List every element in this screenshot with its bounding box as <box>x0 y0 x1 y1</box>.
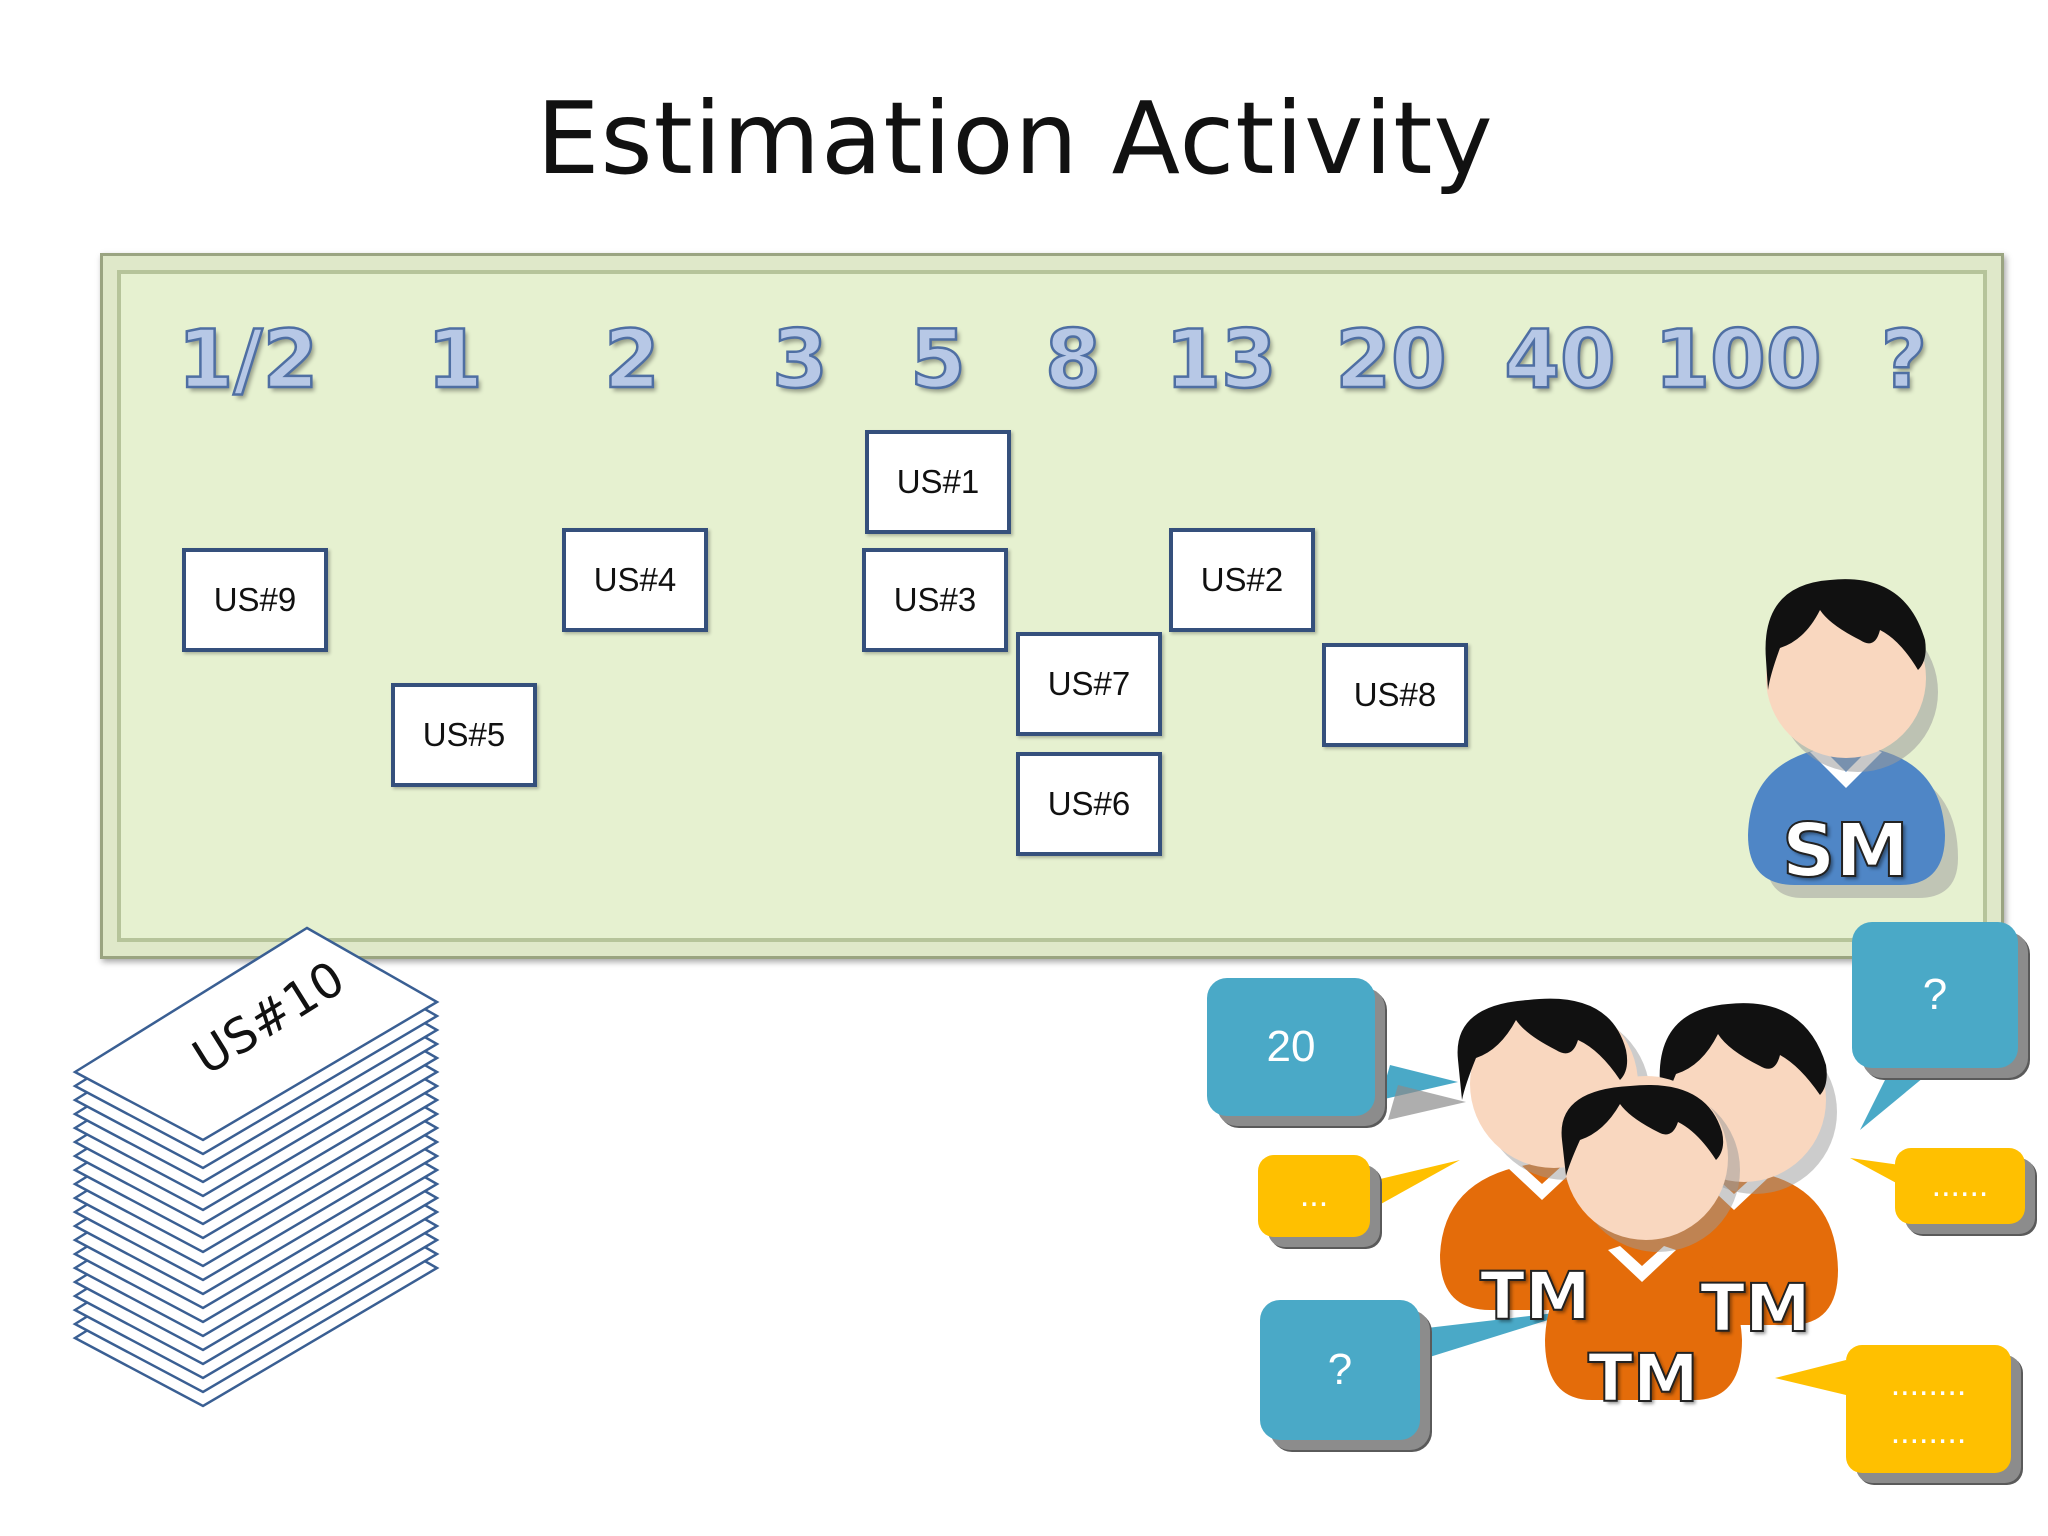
speech-bubble-ellipsis-bottom-line1: ........ <box>1890 1365 1967 1404</box>
deck-sheet <box>72 1080 440 1296</box>
team-member-right-label: TM <box>1699 1269 1812 1348</box>
scale-value-half: 1/2 <box>176 312 319 408</box>
deck-sheet <box>72 1108 440 1324</box>
scale-value-20: 20 <box>1334 312 1448 408</box>
deck-sheet <box>72 1136 440 1352</box>
speech-bubble-question-bottom: ? <box>1260 1300 1420 1440</box>
deck-sheet <box>72 1164 440 1380</box>
team-member-front-label: TM <box>1587 1339 1700 1418</box>
deck-sheet <box>72 1094 440 1310</box>
team-member-left-label: TM <box>1479 1257 1592 1336</box>
speech-bubble-ellipsis-right: ...... <box>1895 1148 2025 1224</box>
page-title: Estimation Activity <box>536 80 1494 197</box>
deck-sheet <box>72 1192 440 1408</box>
speech-bubble-ellipsis-bottom-line2: ........ <box>1890 1413 1967 1451</box>
deck-top-card-label: US#10 <box>183 950 355 1087</box>
story-card-us6[interactable]: US#6 <box>1016 752 1162 856</box>
deck-sheet <box>72 1038 440 1254</box>
speech-bubble-ellipsis-bottom: ........ ........ <box>1846 1345 2011 1473</box>
deck-sheet <box>72 1178 440 1394</box>
scale-value-2: 2 <box>603 312 661 408</box>
speech-bubble-ellipsis-small-text: ... <box>1299 1176 1329 1215</box>
story-card-us7[interactable]: US#7 <box>1016 632 1162 736</box>
deck-sheet <box>72 1122 440 1338</box>
speech-bubble-ellipsis-right-text: ...... <box>1931 1166 1989 1205</box>
speech-bubble-20: 20 <box>1207 978 1375 1116</box>
scale-value-unknown: ? <box>1880 312 1929 408</box>
scale-value-8: 8 <box>1044 312 1102 408</box>
story-card-us4[interactable]: US#4 <box>562 528 708 632</box>
speech-bubble-question-top: ? <box>1852 922 2018 1068</box>
story-card-us8[interactable]: US#8 <box>1322 643 1468 747</box>
speech-bubble-ellipsis-small: ... <box>1258 1155 1370 1237</box>
deck-sheet <box>72 1066 440 1282</box>
deck-sheet <box>72 1052 440 1268</box>
story-card-us2[interactable]: US#2 <box>1169 528 1315 632</box>
scale-value-40: 40 <box>1503 312 1617 408</box>
story-card-us9[interactable]: US#9 <box>182 548 328 652</box>
scrum-master-label: SM <box>1781 807 1910 895</box>
scale-value-13: 13 <box>1164 312 1278 408</box>
story-card-us5[interactable]: US#5 <box>391 683 537 787</box>
story-card-us1[interactable]: US#1 <box>865 430 1011 534</box>
story-card-us3[interactable]: US#3 <box>862 548 1008 652</box>
scale-value-1: 1 <box>426 312 484 408</box>
scale-value-100: 100 <box>1653 312 1823 408</box>
scale-value-3: 3 <box>771 312 829 408</box>
deck-sheet <box>72 1150 440 1366</box>
scale-value-5: 5 <box>909 312 967 408</box>
